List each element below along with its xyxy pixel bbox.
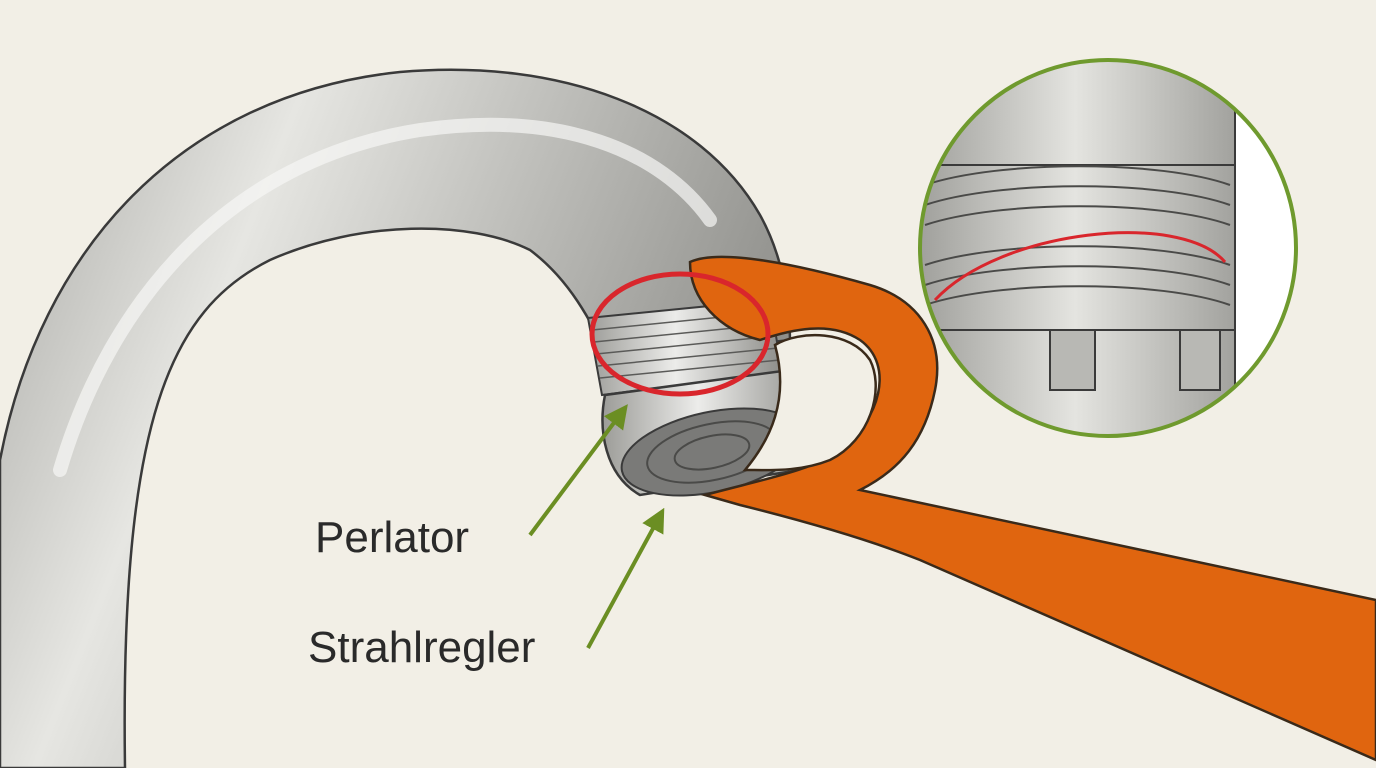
zoom-thread-band [920, 164, 1236, 336]
wrench-inner-cutout [742, 334, 877, 472]
thread-highlight-circle [589, 271, 771, 397]
spout-highlight [53, 117, 717, 477]
zoom-red-thread-line [933, 231, 1227, 302]
aerator-key-wrench-icon [688, 255, 1376, 762]
aerator-arrow [528, 404, 628, 537]
zoom-hex-flat-2 [1179, 329, 1221, 391]
zoom-border [918, 58, 1298, 438]
wrench-body [688, 255, 1376, 762]
aerator-label: Perlator [315, 513, 469, 562]
jet-regulator-label: Strahlregler [308, 623, 535, 672]
zoom-hex-flat-1 [1049, 329, 1096, 391]
zoom-thread-lines [924, 165, 1231, 306]
zoom-detail [918, 58, 1298, 438]
jet-regulator-arrow [586, 507, 665, 649]
aerator-mesh-ring-inner [673, 433, 751, 471]
